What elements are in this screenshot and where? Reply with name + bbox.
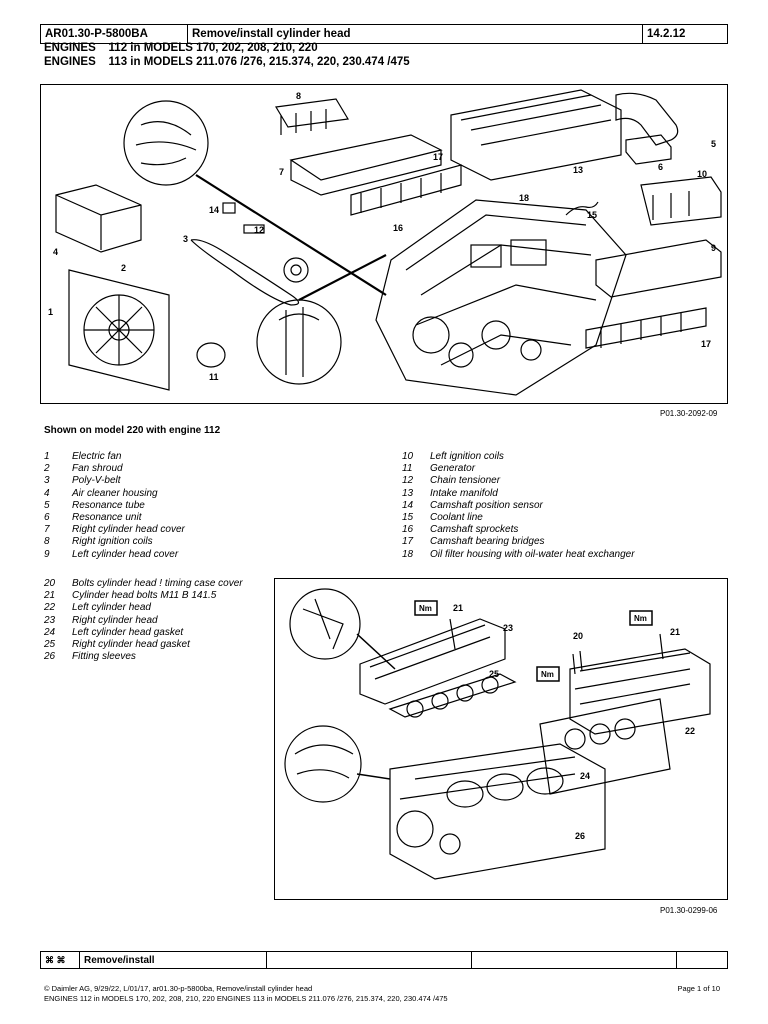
callout-1: 1 [48,307,53,317]
engines-line-2: ENGINES 113 in MODELS 211.076 /276, 215.… [44,56,410,68]
nm-box-3: Nm [541,670,554,679]
callout-8: 8 [296,91,301,101]
callout-16: 16 [393,223,403,233]
callout-9: 9 [711,243,716,253]
callout-2: 2 [121,263,126,273]
page-footer: © Daimler AG, 9/29/22, L/01/17, ar01.30-… [44,984,720,1004]
footer-line-1: © Daimler AG, 9/29/22, L/01/17, ar01.30-… [44,984,313,993]
callout-14: 14 [209,205,219,215]
table-cell-empty [471,951,677,969]
figure1-ref: P01.30-2092-09 [660,409,718,418]
callout-5: 5 [711,139,716,149]
nm-box-2: Nm [634,614,647,623]
figure-caption: Shown on model 220 with engine 112 [44,425,221,436]
callout-24: 24 [580,771,590,781]
callout-23: 23 [503,623,513,633]
nm-box-1: Nm [419,604,432,613]
cylinder-head-drawing: Nm Nm Nm 21 23 25 20 21 22 24 26 [284,588,711,880]
engine-exploded-figure: 1 2 3 4 5 6 7 8 9 10 11 12 13 14 15 16 1… [40,84,728,404]
callout-12: 12 [254,225,264,235]
header-table: AR01.30-P-5800BA Remove/install cylinder… [40,24,728,44]
callout-21a: 21 [453,603,463,613]
callout-6: 6 [658,162,663,172]
callout-4: 4 [53,247,58,257]
doc-title: Remove/install cylinder head [187,24,643,44]
page-number: Page 1 of 10 [677,984,720,993]
table-cell-empty [676,951,728,969]
remove-install-table: ⌘ ⌘ Remove/install [40,951,728,969]
table-cell-empty [266,951,472,969]
callout-20: 20 [573,631,583,641]
callout-25: 25 [489,669,499,679]
engines-line-1: ENGINES 112 in MODELS 170, 202, 208, 210… [44,42,318,54]
callout-7: 7 [279,167,284,177]
callout-26: 26 [575,831,585,841]
callout-18: 18 [519,193,529,203]
callout-13: 13 [573,165,583,175]
callout-17b: 17 [701,339,711,349]
remove-install-icons: ⌘ ⌘ [40,951,80,969]
cylinder-head-figure: Nm Nm Nm 21 23 25 20 21 22 24 26 [274,578,728,900]
callout-21b: 21 [670,627,680,637]
callout-10: 10 [697,169,707,179]
callout-17a: 17 [433,152,443,162]
callout-3: 3 [183,234,188,244]
callout-15: 15 [587,210,597,220]
doc-id: AR01.30-P-5800BA [40,24,188,44]
figure2-ref: P01.30-0299-06 [660,906,718,915]
remove-install-label: Remove/install [79,951,267,969]
footer-line-2: ENGINES 112 in MODELS 170, 202, 208, 210… [44,994,448,1003]
callout-22: 22 [685,726,695,736]
engine-exploded-drawing: 1 2 3 4 5 6 7 8 9 10 11 12 13 14 15 16 1… [48,89,722,396]
callout-11: 11 [209,372,219,382]
doc-date: 14.2.12 [642,24,728,44]
